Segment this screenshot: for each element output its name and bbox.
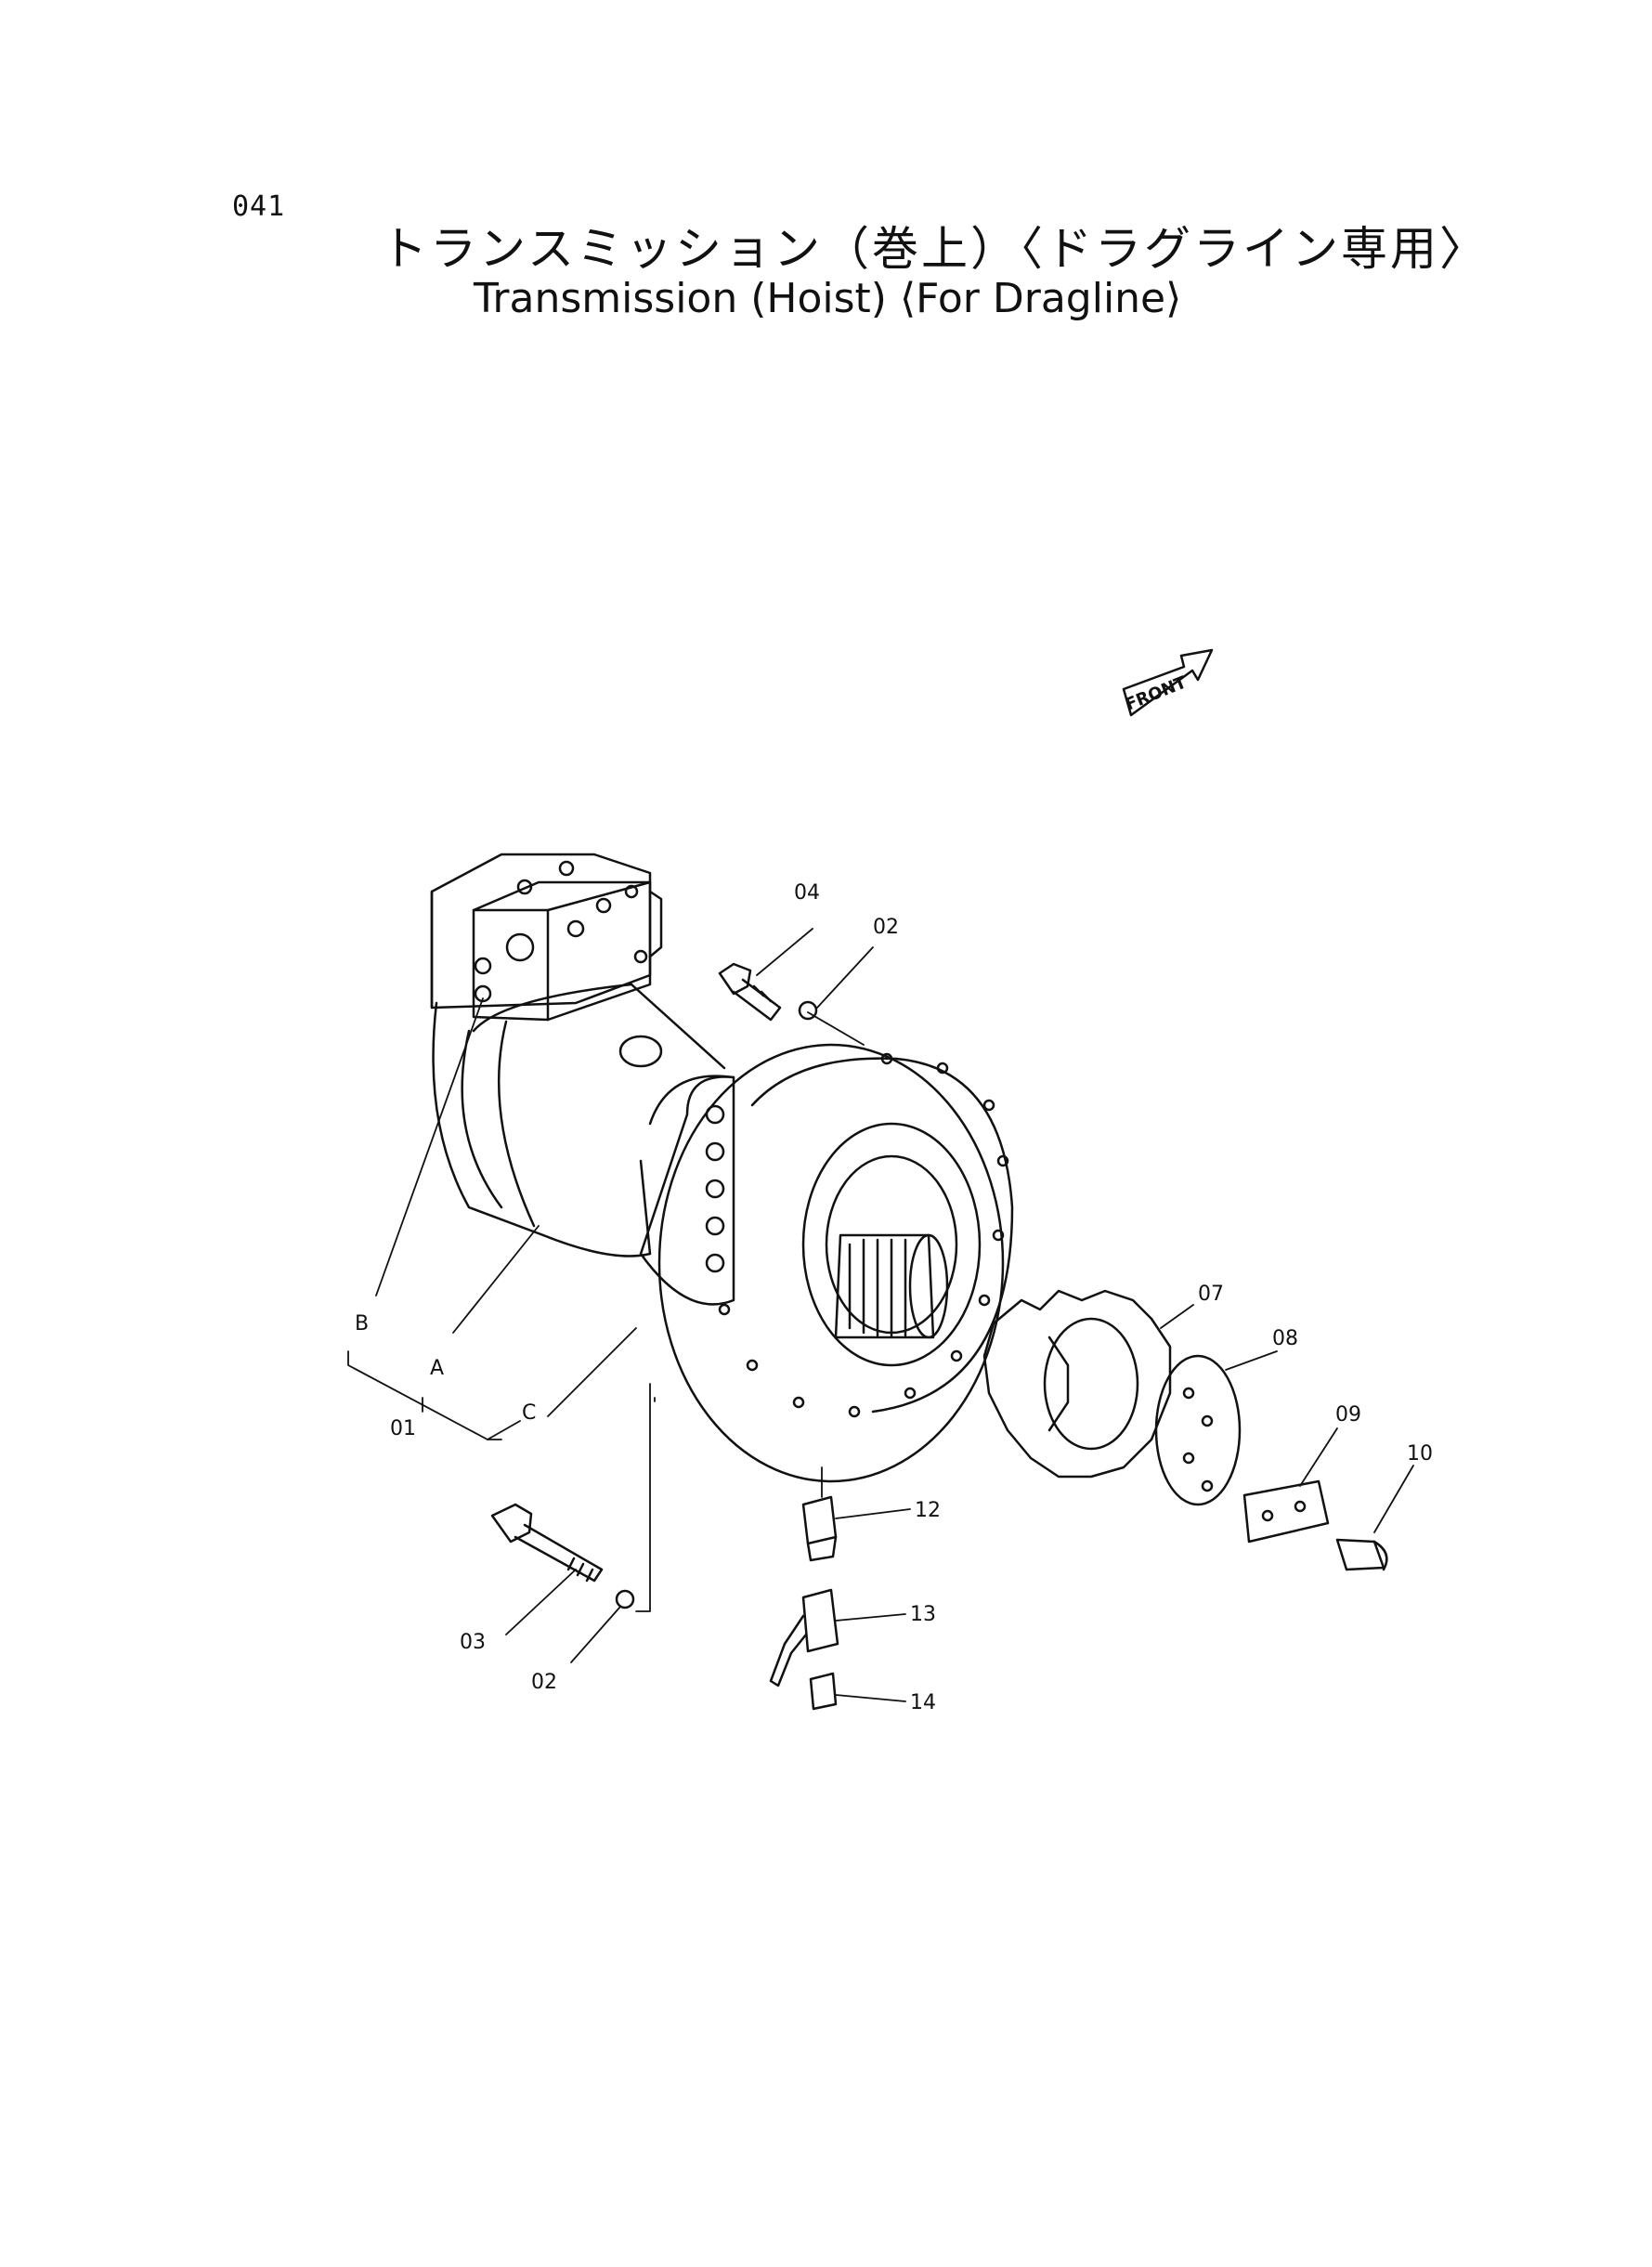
callout-12: 12 [915,1499,941,1522]
gear-07 [982,1289,1172,1479]
motor-housing [432,983,726,1257]
page-number: 041 [232,190,286,223]
callout-04: 04 [794,881,820,905]
title-japanese: トランスミッション（巻上）〈ドラグライン専用〉 [381,222,1489,276]
lock-plate-09 [1242,1479,1330,1544]
callout-14: 14 [910,1691,936,1714]
bolt-10 [1335,1538,1388,1571]
front-arrow-icon [1122,648,1214,717]
callout-01: 01 [390,1417,416,1440]
callout-10: 10 [1407,1442,1433,1466]
front-label: FRONT [1123,672,1190,715]
drain-valve-13 [769,1588,839,1687]
washer-02-bottom [615,1589,635,1609]
washer-02-top [798,1000,818,1021]
callout-07: 07 [1198,1283,1224,1306]
valve-block [430,853,663,1022]
leader-lines [347,928,1414,1702]
bolt-03 [490,1503,604,1583]
callout-09: 09 [1335,1403,1361,1427]
callout-13: 13 [910,1603,936,1626]
callout-08: 08 [1272,1327,1298,1350]
callout-B: B [355,1312,369,1335]
plate-08 [1154,1354,1242,1506]
bolt-04 [718,962,782,1022]
ring-flange [639,1075,735,1306]
title-english: Transmission (Hoist) ⟨For Dragline⟩ [474,275,1182,322]
callout-C: C [522,1401,536,1425]
callout-02-top: 02 [873,916,899,939]
callout-02-bottom: 02 [531,1671,557,1694]
output-shaft [834,1233,949,1339]
callout-03: 03 [460,1631,486,1654]
reducer-flange [648,1043,1014,1483]
fitting-12 [801,1495,838,1562]
callout-A: A [430,1357,444,1380]
plug-14 [809,1672,838,1711]
